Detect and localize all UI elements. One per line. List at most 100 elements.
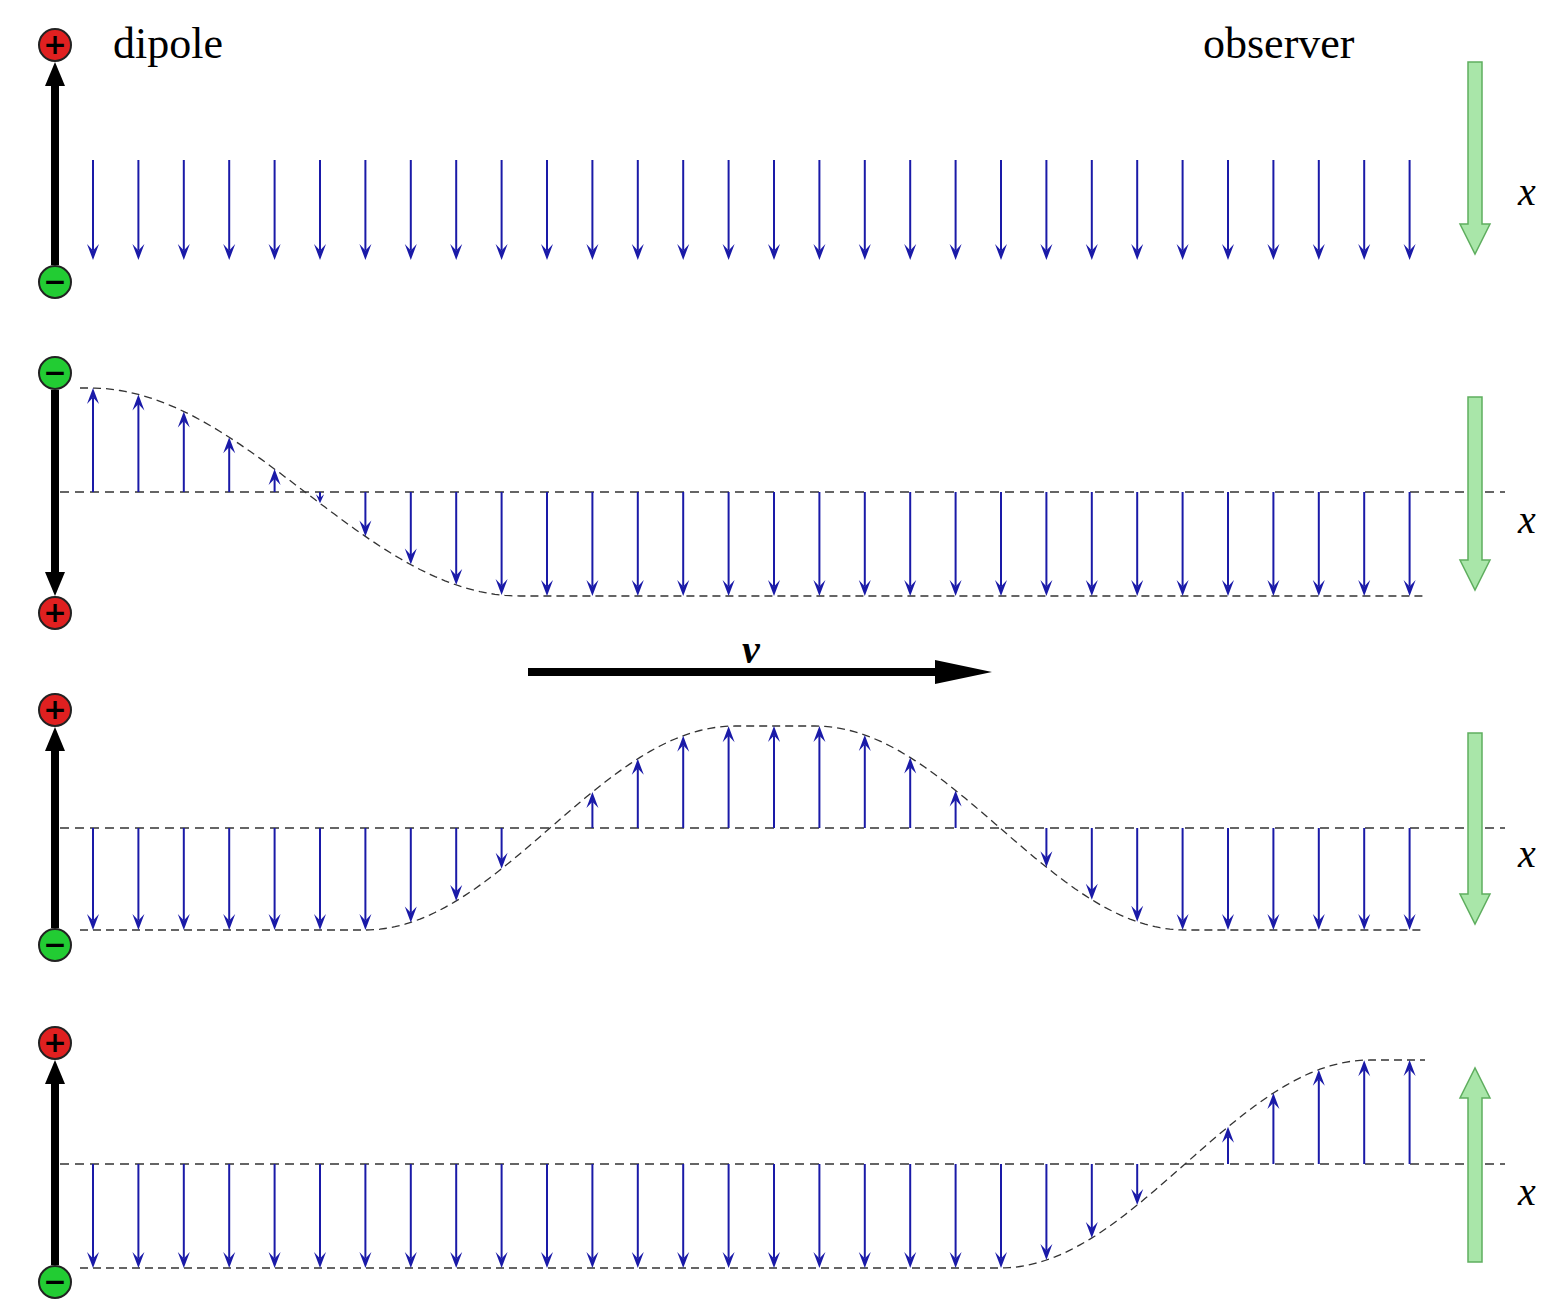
- field-arrow-shaft: [591, 802, 593, 828]
- field-arrow-shaft: [1227, 828, 1229, 920]
- dipole-arrow: [45, 62, 65, 265]
- field-arrow-head: [1358, 914, 1370, 930]
- field-arrow-shaft: [682, 160, 684, 250]
- field-arrow-head: [586, 580, 598, 596]
- field-arrow-head: [269, 1252, 281, 1268]
- field-arrow-shaft: [909, 767, 911, 828]
- observer-field-arrow: [1460, 1068, 1490, 1262]
- field-arrow-head: [768, 1252, 780, 1268]
- field-arrow-head: [859, 1252, 871, 1268]
- charge-sign: +: [43, 1029, 66, 1057]
- field-arrow-head: [405, 1252, 417, 1268]
- field-arrow-head: [314, 244, 326, 260]
- field-arrow-shaft: [818, 1164, 820, 1258]
- field-arrow-head: [1404, 580, 1416, 596]
- field-arrow-shaft: [637, 1164, 639, 1258]
- field-arrow-head: [1086, 244, 1098, 260]
- charge-circle: −: [38, 1265, 72, 1299]
- field-arrow-head: [950, 790, 962, 806]
- field-arrow-head: [1313, 1070, 1325, 1086]
- observer-field-arrow: [1460, 62, 1490, 254]
- field-arrow-head: [496, 579, 508, 595]
- field-arrow-shaft: [228, 1164, 230, 1258]
- field-arrow-shaft: [92, 398, 94, 492]
- field-arrow-head: [586, 244, 598, 260]
- field-arrow-head: [813, 580, 825, 596]
- field-arrow-shaft: [682, 492, 684, 586]
- field-arrow-head: [1404, 1060, 1416, 1076]
- charge-sign: −: [43, 931, 66, 959]
- field-arrow-shaft: [410, 1164, 412, 1258]
- field-arrow-shaft: [955, 160, 957, 250]
- dipole-arrow-shaft: [51, 1078, 59, 1265]
- field-arrow-head: [1267, 1093, 1279, 1109]
- field-arrow-head: [1086, 1222, 1098, 1238]
- field-arrow-shaft: [455, 492, 457, 575]
- field-arrow-head: [314, 1252, 326, 1268]
- field-arrow-head: [813, 244, 825, 260]
- field-arrow-shaft: [1318, 1079, 1320, 1164]
- field-arrow-shaft: [591, 1164, 593, 1258]
- field-arrow-head: [450, 244, 462, 260]
- field-arrow-head: [1222, 914, 1234, 930]
- field-arrow-head: [859, 735, 871, 751]
- field-arrow-shaft: [728, 160, 730, 250]
- dipole-arrowhead: [45, 727, 65, 751]
- field-arrow-shaft: [864, 1164, 866, 1258]
- field-arrow-head: [813, 726, 825, 742]
- charge-circle: +: [38, 1026, 72, 1060]
- dipole-arrow: [45, 727, 65, 928]
- field-arrow-shaft: [1409, 828, 1411, 920]
- field-arrow-head: [359, 1252, 371, 1268]
- field-arrow-head: [223, 914, 235, 930]
- field-arrow-shaft: [183, 828, 185, 920]
- field-arrow-head: [405, 906, 417, 922]
- field-arrow-shaft: [1136, 1164, 1138, 1195]
- field-arrow-shaft: [1000, 492, 1002, 586]
- field-arrow-head: [1222, 244, 1234, 260]
- field-arrow-head: [541, 580, 553, 596]
- field-arrow-shaft: [183, 1164, 185, 1258]
- field-arrow-head: [1086, 580, 1098, 596]
- field-arrow-shaft: [1136, 160, 1138, 250]
- charge-circle: −: [38, 356, 72, 390]
- field-arrow-shaft: [773, 1164, 775, 1258]
- field-arrow-head: [316, 494, 324, 503]
- dipole-arrow: [45, 390, 65, 596]
- field-arrow-head: [950, 244, 962, 260]
- field-arrow-shaft: [1363, 828, 1365, 920]
- field-arrow-shaft: [1318, 828, 1320, 920]
- field-arrow-shaft: [1227, 160, 1229, 250]
- field-arrow-head: [1267, 244, 1279, 260]
- field-arrow-head: [723, 244, 735, 260]
- field-arrow-head: [87, 244, 99, 260]
- field-arrow-shaft: [955, 1164, 957, 1258]
- field-arrow-head: [1131, 244, 1143, 260]
- charge-sign: +: [43, 31, 66, 59]
- axis-label: x: [1518, 172, 1536, 212]
- field-arrow-shaft: [1272, 828, 1274, 920]
- field-arrow-shaft: [818, 736, 820, 828]
- field-arrow-shaft: [410, 492, 412, 555]
- charge-sign: −: [43, 359, 66, 387]
- observer-field-arrow: [1460, 733, 1490, 924]
- field-arrow-head: [223, 437, 235, 453]
- field-arrow-shaft: [364, 1164, 366, 1258]
- field-arrow-head: [269, 244, 281, 260]
- observer-field-arrow: [1460, 397, 1490, 590]
- field-arrow-shaft: [1136, 492, 1138, 586]
- field-arrow-shaft: [1272, 160, 1274, 250]
- field-arrow-shaft: [1091, 828, 1093, 890]
- field-arrow-shaft: [319, 828, 321, 920]
- field-arrow-head: [132, 244, 144, 260]
- field-arrow-shaft: [591, 160, 593, 250]
- field-arrow-shaft: [591, 492, 593, 586]
- field-arrow-shaft: [455, 160, 457, 250]
- field-arrow-head: [904, 758, 916, 774]
- dashed-guide: [60, 491, 1505, 492]
- field-arrow-shaft: [319, 1164, 321, 1258]
- field-arrow-shaft: [546, 160, 548, 250]
- field-arrow-head: [1131, 580, 1143, 596]
- field-arrow-head: [632, 244, 644, 260]
